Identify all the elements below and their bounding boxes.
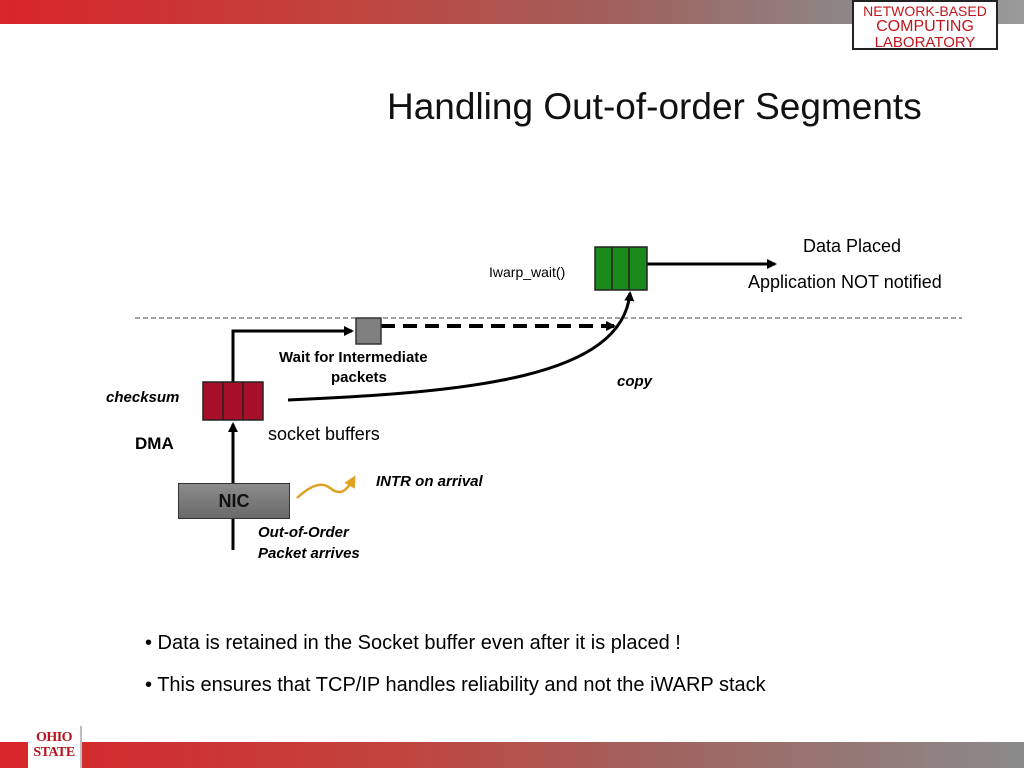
data-placed-label: Data Placed <box>803 236 902 256</box>
logo-line-3: LABORATORY <box>874 34 976 51</box>
out-of-order-label-1: Out-of-Order <box>258 524 349 541</box>
bullet-item: • This ensures that TCP/IP handles relia… <box>145 674 766 696</box>
checksum-label: checksum <box>106 389 180 406</box>
ohio-state-logo: OHIO STATE <box>28 726 82 768</box>
waiting-packet <box>355 317 382 345</box>
squiggle-arrow-icon <box>296 475 356 499</box>
nic-box: NIC <box>178 483 290 519</box>
dma-label: DMA <box>135 434 174 453</box>
wait-intermediate-label-1: Wait for Intermediate <box>279 349 428 366</box>
socket-buffer <box>202 381 264 421</box>
bullet-item: • Data is retained in the Socket buffer … <box>145 632 681 654</box>
app-not-notified-label: Application NOT notified <box>748 272 942 292</box>
bullet-list: • Data is retained in the Socket buffer … <box>145 630 766 714</box>
wait-intermediate-label-2: packets <box>331 369 387 386</box>
osu-line-1: OHIO <box>35 730 73 745</box>
nbcl-logo: NETWORK-BASED COMPUTING LABORATORY <box>852 0 998 51</box>
osu-line-2: STATE <box>33 745 75 760</box>
iwarp-wait-label: Iwarp_wait() <box>489 264 566 280</box>
intr-on-arrival-label: INTR on arrival <box>376 473 483 490</box>
copy-arrow <box>287 291 635 402</box>
logo-line-1: NETWORK-BASED <box>863 3 987 19</box>
out-of-order-label-2: Packet arrives <box>258 545 360 562</box>
socket-buffers-label: socket buffers <box>268 424 380 444</box>
bottom-banner <box>0 742 1024 768</box>
slide-title: Handling Out-of-order Segments <box>387 86 922 127</box>
copy-label: copy <box>617 373 653 390</box>
logo-line-2: COMPUTING <box>876 18 974 35</box>
to-wait-arrow <box>231 326 354 382</box>
application-buffer <box>594 246 648 291</box>
